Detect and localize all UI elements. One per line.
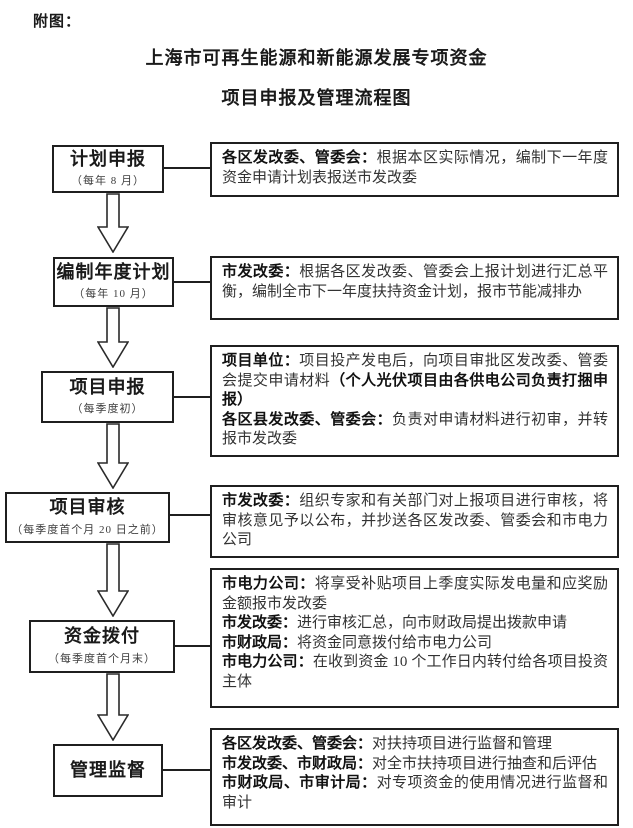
detail-paragraph: 市财政局、市审计局：对专项资金的使用情况进行监督和审计 [222, 774, 608, 813]
detail-role-label: 市电力公司： [222, 576, 315, 592]
step-schedule: （每季度首个月末） [48, 652, 156, 665]
flow-detail-box-management-supervision: 各区发改委、管委会：对扶持项目进行监督和管理 市发改委、市财政局：对全市扶持项目… [210, 728, 619, 826]
detail-paragraph: 各区县发改委、管委会：负责对申请材料进行初审，并转报市发改委 [222, 411, 608, 450]
detail-role-label: 市财政局、市审计局： [222, 775, 377, 791]
detail-text: 对扶持项目进行监督和管理 [372, 736, 553, 752]
connector-line [174, 396, 210, 398]
detail-role-label: 市财政局： [222, 634, 298, 651]
flow-step-box-fund-allocation: 资金拨付 （每季度首个月末） [29, 620, 175, 673]
detail-paragraph: 项目单位：项目投产发电后，向项目审批区发改委、管委会提交申请材料（个人光伏项目由… [222, 352, 608, 411]
step-name: 资金拨付 [64, 626, 140, 647]
down-arrow-icon [97, 543, 129, 617]
detail-paragraph: 市发改委、市财政局：对全市扶持项目进行抽查和后评估 [222, 755, 608, 775]
flow-detail-box-project-declaration: 项目单位：项目投产发电后，向项目审批区发改委、管委会提交申请材料（个人光伏项目由… [210, 345, 619, 457]
detail-text: 根据各区发改委、管委会上报计划进行汇总平衡，编制全市下一年度扶持资金计划，报市节… [222, 264, 608, 300]
connector-line [163, 769, 210, 771]
detail-role-label: 市电力公司： [222, 654, 313, 670]
detail-role-label: 市发改委： [222, 264, 300, 280]
connector-line [175, 645, 210, 647]
connector-line [170, 514, 210, 516]
flow-step-box-project-declaration: 项目申报 （每季度初） [41, 371, 174, 423]
detail-paragraph: 各区发改委、管委会：根据本区实际情况，编制下一年度资金申请计划表报送市发改委 [222, 149, 608, 188]
detail-role-label: 各区发改委、管委会： [222, 736, 373, 752]
step-name: 项目审核 [49, 497, 126, 518]
flow-detail-box-plan-declaration: 各区发改委、管委会：根据本区实际情况，编制下一年度资金申请计划表报送市发改委 [210, 142, 619, 197]
detail-paragraph: 市财政局：将资金同意拨付给市电力公司 [222, 634, 608, 654]
step-schedule: （每季度初） [71, 403, 144, 416]
detail-role-label: 市发改委、市财政局： [222, 755, 373, 772]
detail-text: 根据本区实际情况，编制下一年度资金申请计划表报送市发改委 [222, 150, 608, 186]
detail-paragraph: 市发改委：组织专家和有关部门对上报项目进行审核，将审核意见予以公布，并抄送各区发… [222, 492, 608, 551]
detail-text: 负责对申请材料进行初审，并转报市发改委 [222, 411, 608, 448]
flow-step-box-plan-declaration: 计划申报 （每年 8 月） [52, 145, 164, 193]
detail-text: 在收到资金 10 个工作日内转付给各项目投资主体 [222, 654, 608, 690]
detail-paragraph: 市发改委：根据各区发改委、管委会上报计划进行汇总平衡，编制全市下一年度扶持资金计… [222, 263, 608, 302]
page-title-line1: 上海市可再生能源和新能源发展专项资金 [145, 48, 488, 68]
detail-text: 项目投产发电后，向项目审批区发改委、管委会提交申请材料 [222, 353, 608, 389]
flow-step-box-annual-plan: 编制年度计划 （每年 10 月） [53, 257, 174, 307]
flow-detail-box-annual-plan: 市发改委：根据各区发改委、管委会上报计划进行汇总平衡，编制全市下一年度扶持资金计… [210, 256, 619, 320]
step-name: 管理监督 [70, 760, 146, 781]
detail-text: 进行审核汇总，向市财政局提出拨款申请 [297, 615, 568, 631]
detail-paragraph: 各区发改委、管委会：对扶持项目进行监督和管理 [222, 735, 608, 755]
connector-line [164, 167, 210, 169]
detail-paragraph: 市电力公司：将享受补贴项目上季度实际发电量和应奖励金额报市发改委 [222, 575, 608, 614]
step-name: 编制年度计划 [56, 261, 171, 282]
flow-detail-box-fund-allocation: 市电力公司：将享受补贴项目上季度实际发电量和应奖励金额报市发改委 市发改委：进行… [210, 568, 619, 708]
flow-step-box-management-supervision: 管理监督 [53, 744, 163, 797]
detail-text: 对专项资金的使用情况进行监督和审计 [222, 775, 608, 811]
step-name: 计划申报 [70, 148, 146, 169]
down-arrow-icon [97, 423, 129, 489]
detail-paragraph: 市发改委：进行审核汇总，向市财政局提出拨款申请 [222, 614, 608, 634]
detail-bold-note: （个人光伏项目由各供电公司负责打捆申报） [222, 372, 608, 409]
detail-role-label: 市发改委： [222, 493, 300, 509]
detail-role-label: 项目单位： [222, 353, 300, 369]
step-schedule: （每季度首个月 20 日之前） [11, 523, 164, 536]
detail-text: 组织专家和有关部门对上报项目进行审核，将审核意见予以公布，并抄送各区发改委、管委… [222, 493, 608, 548]
page-title-line2: 项目申报及管理流程图 [221, 88, 412, 108]
detail-text: 将享受补贴项目上季度实际发电量和应奖励金额报市发改委 [222, 576, 608, 612]
detail-text: 对全市扶持项目进行抽查和后评估 [372, 755, 598, 772]
down-arrow-icon [97, 307, 129, 368]
step-name: 项目申报 [69, 376, 146, 397]
down-arrow-icon [97, 673, 129, 741]
flow-detail-box-project-review: 市发改委：组织专家和有关部门对上报项目进行审核，将审核意见予以公布，并抄送各区发… [210, 485, 619, 558]
detail-role-label: 市发改委： [222, 615, 298, 631]
step-schedule: （每年 8 月） [71, 175, 145, 188]
connector-line [174, 281, 210, 283]
detail-role-label: 各区县发改委、管委会： [222, 411, 393, 428]
figure-label: 附图： [33, 14, 82, 30]
detail-paragraph: 市电力公司：在收到资金 10 个工作日内转付给各项目投资主体 [222, 653, 608, 692]
flow-step-box-project-review: 项目审核 （每季度首个月 20 日之前） [5, 492, 170, 543]
detail-text: 将资金同意拨付给市电力公司 [297, 634, 493, 651]
down-arrow-icon [97, 193, 129, 253]
detail-role-label: 各区发改委、管委会： [222, 150, 377, 166]
step-schedule: （每年 10 月） [73, 288, 154, 301]
